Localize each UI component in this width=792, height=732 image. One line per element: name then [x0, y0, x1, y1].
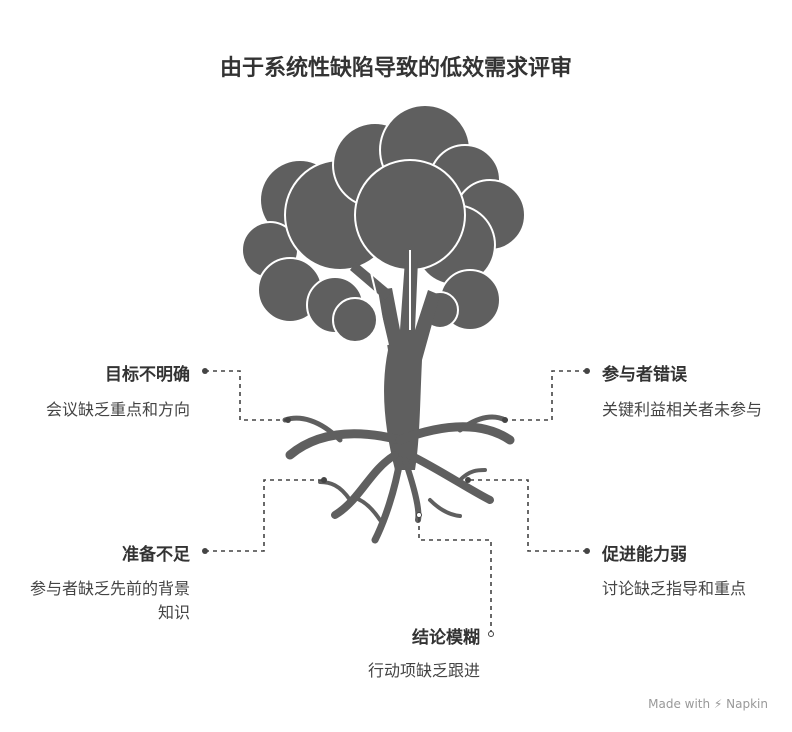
- cause-description-facilitation: 讨论缺乏指导和重点: [602, 579, 747, 598]
- connector-conclusion: [418, 515, 492, 634]
- connector-goal: [205, 370, 288, 421]
- cause-heading-participants: 参与者错误: [602, 365, 687, 385]
- diagram-title: 由于系统性缺陷导致的低效需求评审: [219, 56, 572, 81]
- cause-description-conclusion: 行动项缺乏跟进: [367, 661, 480, 680]
- cause-heading-goal: 目标不明确: [105, 365, 190, 385]
- tree-roots: [282, 414, 515, 544]
- tree-branch-lines: [369, 250, 411, 346]
- cause-heading-conclusion: 结论模糊: [412, 628, 480, 648]
- cause-description-participants: 关键利益相关者未参与: [602, 400, 763, 419]
- connector-lines: [205, 370, 587, 634]
- cause-heading-facilitation: 促进能力弱: [602, 545, 687, 565]
- tree-trunk: [350, 260, 440, 470]
- connector-facilitation: [468, 479, 587, 552]
- cause-heading-preparation: 准备不足: [122, 545, 190, 565]
- napkin-watermark: Made with ⚡ Napkin: [648, 697, 768, 711]
- connector-participants: [505, 370, 587, 421]
- tree-canopy: [241, 104, 526, 343]
- connector-preparation: [205, 479, 324, 552]
- cause-description-preparation: 参与者缺乏先前的背景知识: [29, 579, 190, 622]
- connector-dots: [202, 368, 590, 637]
- cause-description-goal: 会议缺乏重点和方向: [45, 400, 190, 419]
